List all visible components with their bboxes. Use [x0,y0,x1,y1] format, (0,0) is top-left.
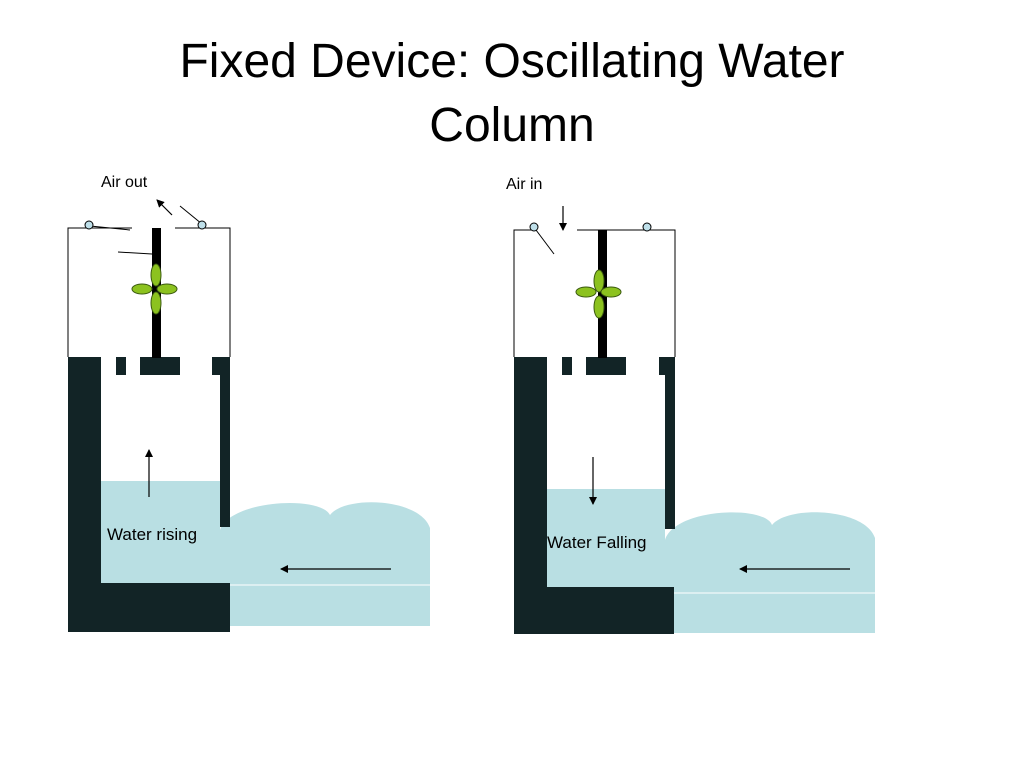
right-housing-block-2 [586,357,626,375]
right-valve-hinge-left [529,222,539,232]
right-airflow-label: Air in [506,176,542,193]
left-turbine-rotor [131,263,178,315]
left-valve-hinge-right [197,220,207,230]
right-turbine-rotor [575,269,622,319]
slide-title: Fixed Device: Oscillating Water Column [0,30,1024,158]
left-column-water [98,481,220,585]
left-front-wall [220,357,230,527]
right-base [514,587,674,634]
left-water-label: Water rising [107,525,197,544]
left-back-wall [68,357,101,585]
left-airflow-label: Air out [101,174,148,191]
left-ocean [220,502,430,626]
left-air-out-arrow [156,199,173,216]
left-device: Air out Water rising [67,174,430,632]
right-ocean [665,512,875,633]
right-housing-block-1 [562,357,572,375]
left-housing-block-3 [212,357,222,375]
left-housing-block-1 [116,357,126,375]
right-device: Air in Water Falling [506,176,875,634]
right-front-wall [665,357,675,529]
right-back-wall [514,357,547,589]
slide-title-line-1: Fixed Device: Oscillating Water [179,35,845,88]
left-base [68,583,230,632]
right-valve-hinge-right [642,222,652,232]
left-valve-hinge-left [84,220,94,230]
slide-title-line-2: Column [429,99,595,152]
right-housing-block-3 [659,357,667,375]
left-housing-block-2 [140,357,180,375]
right-chamber-outline [513,229,676,357]
left-inner-flap [117,251,153,255]
right-water-label: Water Falling [547,533,647,552]
left-valve-flap-left [89,225,131,231]
left-valve-flap-right [179,205,203,225]
right-valve-flap-left [535,229,555,255]
right-column-water [544,489,665,593]
